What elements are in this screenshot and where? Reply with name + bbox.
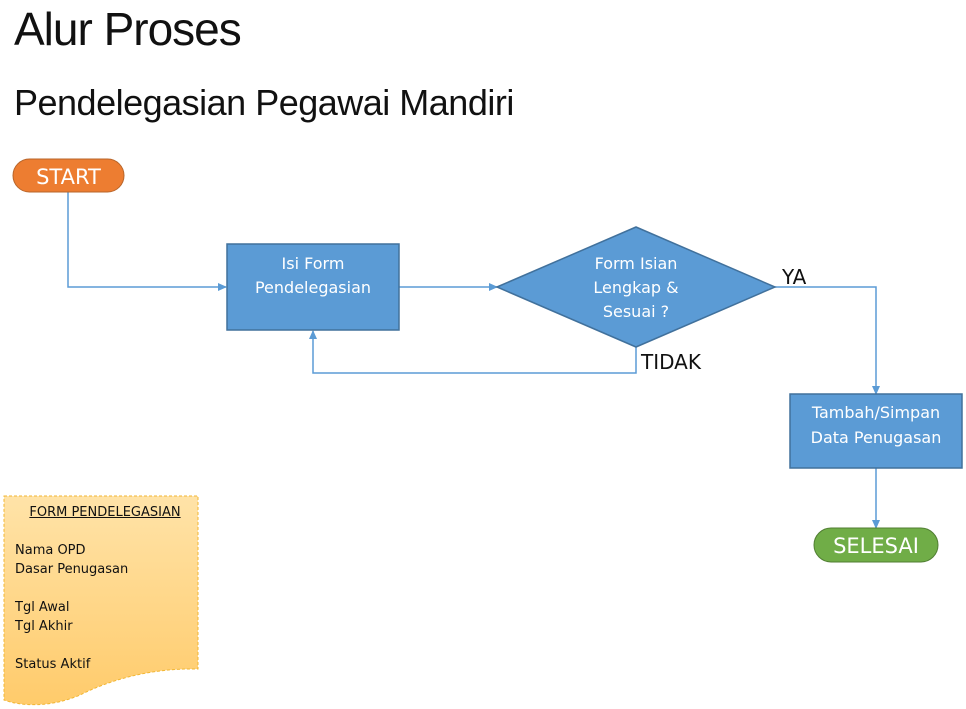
form-field-label: Status Aktif xyxy=(15,657,91,672)
connector-yes-path xyxy=(775,286,880,395)
decision-line2: Lengkap & xyxy=(593,278,678,297)
start-terminator: START xyxy=(12,158,125,193)
process-fill-form-line2: Pendelegasian xyxy=(255,278,371,297)
start-label: START xyxy=(36,165,101,189)
form-field-spacer xyxy=(15,636,195,655)
connector-start-to-form xyxy=(67,192,227,291)
page-subtitle: Pendelegasian Pegawai Mandiri xyxy=(14,82,514,123)
form-document: FORM PENDELEGASIAN Nama OPD Dasar Penuga… xyxy=(15,503,195,674)
decision-line1: Form Isian xyxy=(595,254,678,273)
form-field-label: Tgl Awal xyxy=(15,600,70,615)
connector-no-loop xyxy=(309,330,637,374)
page-title: Alur Proses xyxy=(14,3,242,55)
process-save-line1: Tambah/Simpan xyxy=(811,403,940,422)
process-save-line2: Data Penugasan xyxy=(811,428,942,447)
form-document-title: FORM PENDELEGASIAN xyxy=(29,505,181,520)
no-label: TIDAK xyxy=(640,350,702,374)
decision-line3: Sesuai ? xyxy=(603,302,669,321)
decision-form-complete: Form Isian Lengkap & Sesuai ? xyxy=(495,226,777,348)
form-field-label: Tgl Akhir xyxy=(15,619,73,634)
process-save-data: Tambah/Simpan Data Penugasan xyxy=(789,393,963,469)
process-fill-form-line1: Isi Form xyxy=(282,254,345,273)
form-field-spacer xyxy=(15,579,195,598)
process-fill-form: Isi Form Pendelegasian xyxy=(226,243,400,331)
form-field-label: Dasar Penugasan xyxy=(15,562,129,577)
end-terminator: SELESAI xyxy=(813,527,939,563)
form-field-label: Nama OPD xyxy=(15,543,86,558)
end-label: SELESAI xyxy=(833,534,919,558)
yes-label: YA xyxy=(781,265,807,289)
form-document-shape xyxy=(3,495,199,706)
